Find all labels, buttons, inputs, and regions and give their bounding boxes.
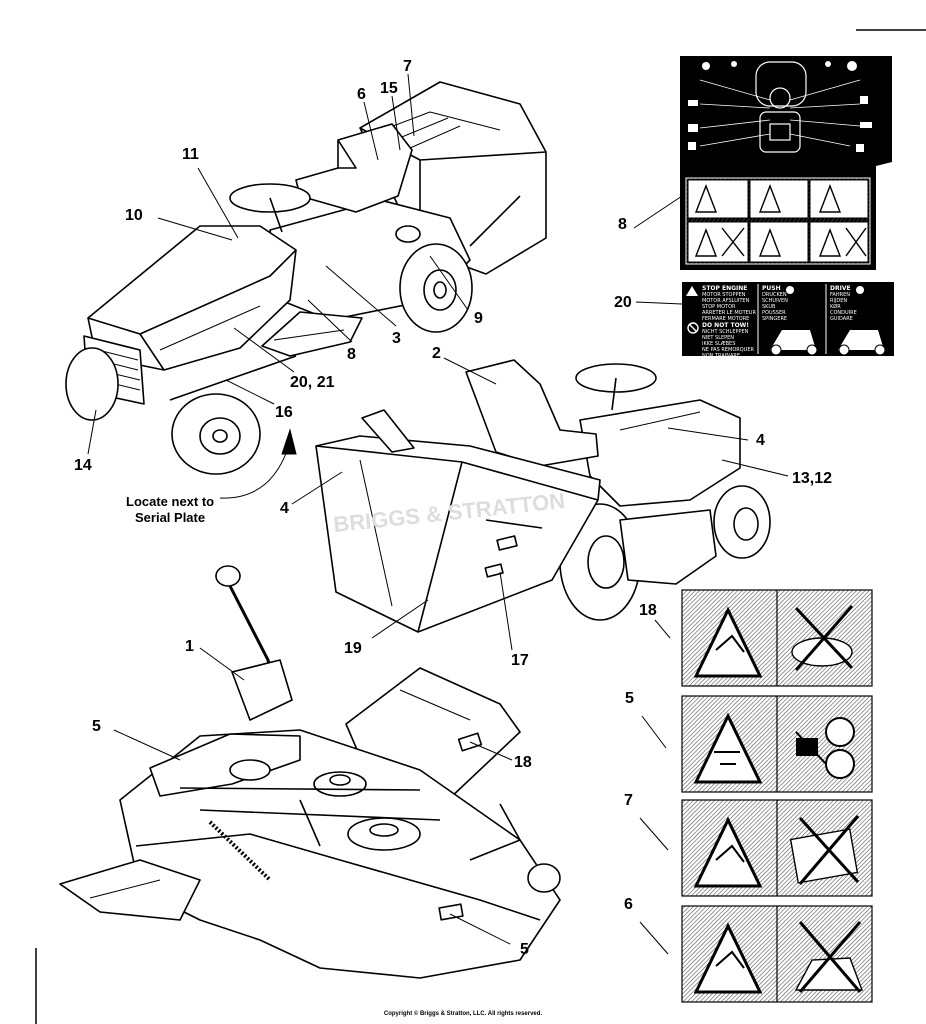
callout-3: 3 (392, 330, 401, 347)
callout-17: 17 (511, 652, 529, 669)
callout-8-decal: 8 (618, 216, 627, 233)
decal-20-push-text: DRUCKEN SCHUIVEN SKUB POUSSER SPINGERE (762, 292, 788, 322)
decal-7 (681, 799, 873, 897)
decal-20-stop-heading: STOP ENGINE (702, 285, 748, 292)
callout-13-12: 13,12 (792, 470, 833, 487)
callout-8-mid: 8 (347, 346, 356, 363)
callout-1: 1 (185, 638, 194, 655)
decal-8 (680, 56, 892, 270)
copyright-notice: Copyright © Briggs & Stratton, LLC. All … (383, 1011, 543, 1017)
serial-plate-note-line1: Locate next to (126, 494, 215, 509)
decal-20-drive-heading: DRIVE (830, 285, 851, 292)
decal-20-tow-heading: DO NOT TOW! (702, 322, 750, 329)
decal-20-tow-text: NICHT SCHLEPPEN NIET SLEPEN IKKE SLÆBES … (702, 329, 754, 359)
tractor-front-view (65, 81, 547, 475)
callout-18-decal: 18 (639, 602, 657, 619)
leader-lines (87, 73, 789, 955)
callout-4-left: 4 (280, 500, 289, 517)
mower-deck (59, 565, 561, 979)
callout-14: 14 (74, 457, 92, 474)
decal-20 (682, 282, 894, 356)
callout-6-top: 6 (357, 86, 366, 103)
callout-16: 16 (275, 404, 293, 421)
decal-20-stop-text: MOTOR STOPPEN MOTOR AFSLUITEN STOP MOTOR… (702, 292, 756, 322)
callout-5-bottom: 5 (520, 941, 529, 958)
callout-9: 9 (474, 310, 483, 327)
decal-18 (681, 589, 873, 687)
callout-5-left: 5 (92, 718, 101, 735)
tractor-rear-view (315, 359, 771, 633)
callout-20-decal: 20 (614, 294, 632, 311)
callout-15: 15 (380, 80, 398, 97)
callout-10: 10 (125, 207, 143, 224)
callout-2: 2 (432, 345, 441, 362)
decal-6 (681, 905, 873, 1003)
decal-20-push-heading: PUSH (762, 285, 781, 292)
serial-plate-note: Locate next to Serial Plate (126, 494, 214, 526)
callout-18-deck: 18 (514, 754, 532, 771)
callout-20-21: 20, 21 (290, 374, 335, 391)
callout-19: 19 (344, 640, 362, 657)
serial-plate-note-line2: Serial Plate (135, 510, 206, 525)
callout-4-right: 4 (756, 432, 765, 449)
callout-6-decal: 6 (624, 896, 633, 913)
callout-7-top: 7 (403, 58, 412, 75)
callout-11: 11 (182, 146, 199, 163)
callout-5-decal: 5 (625, 690, 634, 707)
decal-20-drive-text: FAHREN RIJDEN KØR CONDUIRE GUIDARE (830, 292, 857, 322)
callout-7-decal: 7 (624, 792, 633, 809)
decal-5 (681, 695, 873, 793)
